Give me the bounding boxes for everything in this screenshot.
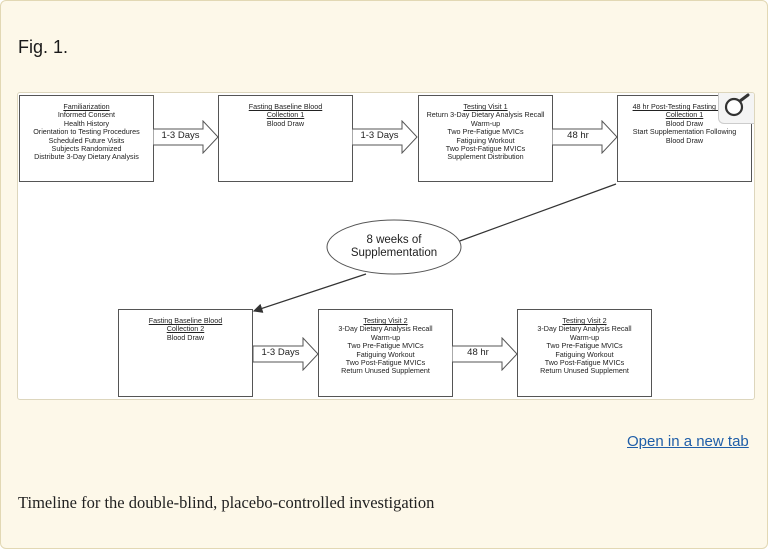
- testing-visit-2a-line: Two Post-Fatigue MVICs: [345, 358, 426, 368]
- familiarization-line: Informed Consent: [57, 110, 116, 120]
- supplementation-line-2: Supplementation: [350, 247, 438, 259]
- arrow-label: 1-3 Days: [161, 130, 200, 141]
- testing-visit-2b-title: Testing Visit 2: [562, 316, 607, 325]
- testing-visit-2a-line: 3-Day Dietary Analysis Recall: [338, 324, 433, 334]
- post-48hr-title: Collection 1: [665, 110, 704, 120]
- figure-caption: Timeline for the double-blind, placebo-c…: [18, 493, 435, 512]
- testing-visit-2a-box: Testing Visit 2 3-Day Dietary Analysis R…: [318, 309, 453, 397]
- supplementation-line-1: 8 weeks of: [366, 234, 422, 246]
- testing-visit-2b-line: Fatiguing Workout: [555, 349, 614, 359]
- baseline-2-title: Fasting Baseline Blood: [148, 316, 223, 325]
- arrow-label: 1-3 Days: [261, 347, 300, 358]
- testing-visit-1-line: Supplement Distribution: [447, 152, 524, 162]
- familiarization-title: Familiarization: [63, 102, 110, 111]
- testing-visit-2b-line: Two Post-Fatigue MVICs: [544, 358, 625, 368]
- testing-visit-2b-line: 3-Day Dietary Analysis Recall: [537, 324, 632, 334]
- baseline-1-title: Collection 1: [266, 110, 305, 120]
- testing-visit-1-line: Two Pre-Fatigue MVICs: [447, 127, 524, 137]
- testing-visit-2a-line: Fatiguing Workout: [356, 349, 415, 359]
- arrow-1-3-days-a: 1-3 Days: [153, 120, 219, 154]
- arrow-48-hr-a: 48 hr: [552, 120, 618, 154]
- post-48hr-box: 48 hr Post-Testing Fasting Blood Collect…: [617, 95, 752, 182]
- testing-visit-2b-line: Two Pre-Fatigue MVICs: [546, 341, 623, 351]
- arrow-label: 48 hr: [567, 130, 589, 141]
- familiarization-line: Distribute 3-Day Dietary Analysis: [34, 152, 139, 162]
- familiarization-box: Familiarization Informed Consent Health …: [19, 95, 154, 182]
- testing-visit-2a-line: Two Pre-Fatigue MVICs: [347, 341, 424, 351]
- baseline-1-line: Blood Draw: [266, 118, 305, 128]
- block-arrow-icon: [452, 337, 518, 371]
- familiarization-line: Scheduled Future Visits: [48, 135, 125, 145]
- baseline-2-line: Blood Draw: [166, 332, 205, 342]
- ellipse-shape: [326, 219, 462, 275]
- arrow-48-hr-b: 48 hr: [452, 337, 518, 371]
- post-48hr-title: 48 hr Post-Testing Fasting Blood: [632, 102, 737, 111]
- testing-visit-2b-box: Testing Visit 2 3-Day Dietary Analysis R…: [517, 309, 652, 397]
- open-in-new-tab-link[interactable]: Open in a new tab: [627, 433, 749, 450]
- post-48hr-line: Blood Draw: [665, 118, 704, 128]
- arrow-label: 48 hr: [467, 347, 489, 358]
- connector-lines: [252, 183, 617, 313]
- familiarization-line: Orientation to Testing Procedures: [33, 127, 140, 137]
- familiarization-line: Subjects Randomized: [51, 144, 122, 154]
- arrow-1-3-days-b: 1-3 Days: [352, 120, 418, 154]
- testing-visit-2a-line: Warm-up: [370, 332, 401, 342]
- figure-image[interactable]: Familiarization Informed Consent Health …: [17, 92, 755, 400]
- post-48hr-line: Blood Draw: [665, 135, 704, 145]
- testing-visit-2a-title: Testing Visit 2: [363, 316, 408, 325]
- testing-visit-1-title: Testing Visit 1: [463, 102, 508, 111]
- testing-visit-2b-line: Return Unused Supplement: [540, 366, 629, 376]
- connector-to-baseline-2: [252, 273, 367, 313]
- testing-visit-2b-line: Warm-up: [569, 332, 600, 342]
- testing-visit-1-line: Fatiguing Workout: [456, 135, 515, 145]
- testing-visit-1-line: Two Post-Fatigue MVICs: [445, 144, 526, 154]
- testing-visit-1-box: Testing Visit 1 Return 3-Day Dietary Ana…: [418, 95, 553, 182]
- block-arrow-icon: [352, 120, 418, 154]
- testing-visit-1-line: Warm-up: [470, 118, 501, 128]
- block-arrow-icon: [153, 120, 219, 154]
- figure-label: Fig. 1.: [18, 37, 69, 57]
- baseline-1-title: Fasting Baseline Blood: [248, 102, 323, 111]
- magnifier-icon[interactable]: [718, 93, 754, 124]
- baseline-2-title: Collection 2: [166, 324, 205, 334]
- baseline-2-box: Fasting Baseline Blood Collection 2 Bloo…: [118, 309, 253, 397]
- connector-to-supplementation: [444, 183, 617, 248]
- arrow-1-3-days-c: 1-3 Days: [253, 337, 319, 371]
- testing-visit-2a-line: Return Unused Supplement: [341, 366, 430, 376]
- supplementation-ellipse: 8 weeks of Supplementation: [325, 218, 463, 276]
- magnifier-glyph: [724, 93, 750, 117]
- post-48hr-line: Start Supplementation Following: [632, 127, 737, 137]
- block-arrow-icon: [253, 337, 319, 371]
- testing-visit-1-line: Return 3-Day Dietary Analysis Recall: [426, 110, 545, 120]
- block-arrow-icon: [552, 120, 618, 154]
- baseline-1-box: Fasting Baseline Blood Collection 1 Bloo…: [218, 95, 353, 182]
- arrow-label: 1-3 Days: [360, 130, 399, 141]
- supplementation-label: 8 weeks of Supplementation: [325, 234, 463, 260]
- familiarization-line: Health History: [63, 118, 110, 128]
